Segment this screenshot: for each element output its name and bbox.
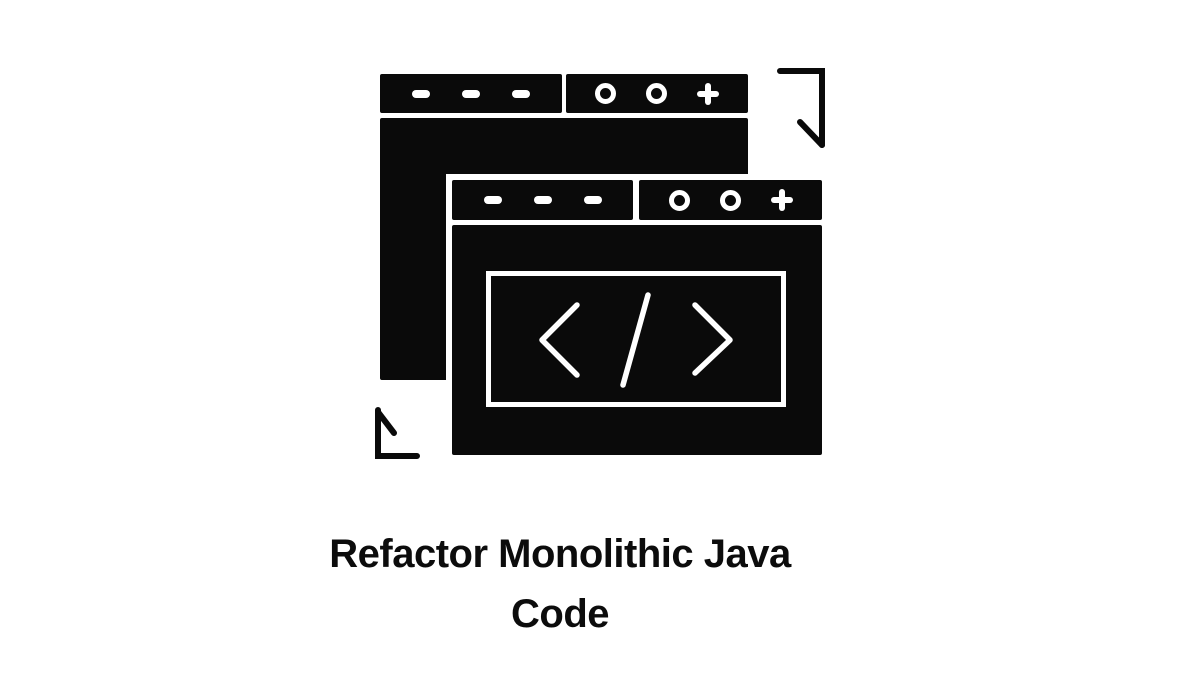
corner-bracket-top-right-icon [777, 68, 825, 148]
front-window-body [452, 225, 822, 455]
front-window-titlebar-right [639, 180, 822, 220]
code-right-angle-icon [692, 302, 733, 376]
circle-icon [646, 83, 667, 104]
corner-bracket-bottom-left-icon [375, 407, 420, 459]
code-slash-icon [620, 292, 651, 388]
caption: Refactor Monolithic Java Code [0, 524, 1120, 644]
back-window-titlebar-right [566, 74, 748, 113]
code-icon [539, 292, 733, 388]
dash-icon [583, 196, 602, 204]
caption-line-2: Code [511, 592, 610, 636]
plus-icon [697, 82, 719, 105]
dash-icon [412, 89, 430, 98]
dash-icon [462, 89, 480, 98]
back-window-titlebar-left [380, 74, 562, 113]
front-window [446, 174, 828, 461]
dash-icon [512, 89, 530, 98]
circle-icon [668, 189, 690, 211]
circle-icon [719, 189, 741, 211]
caption-line-1: Refactor Monolithic Java [329, 532, 791, 576]
plus-icon [770, 189, 793, 211]
code-left-angle-icon [539, 302, 580, 378]
front-window-titlebar-left [452, 180, 633, 220]
dash-icon [483, 196, 502, 204]
dash-icon [533, 196, 552, 204]
code-frame [486, 271, 786, 407]
circle-icon [595, 83, 616, 104]
